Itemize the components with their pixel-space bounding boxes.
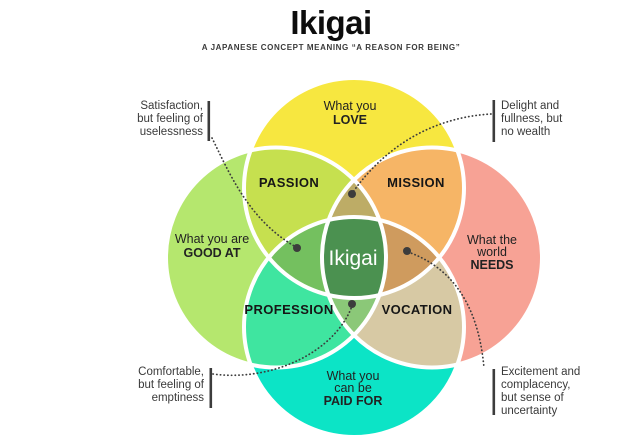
petal-bottom-region bbox=[322, 217, 386, 368]
profession-label: PROFESSION bbox=[244, 302, 333, 317]
annotation-line: uncertainty bbox=[501, 405, 558, 417]
title-block: Ikigai A JAPANESE CONCEPT MEANING “A REA… bbox=[20, 4, 642, 53]
annotation-bottom-left: Comfortable, but feeling of emptiness bbox=[104, 366, 204, 405]
passion-label: PASSION bbox=[259, 175, 319, 190]
annotation-line: but sense of bbox=[501, 392, 564, 404]
annotation-line: Satisfaction, bbox=[140, 100, 203, 112]
paid-for-label-line3: PAID FOR bbox=[324, 394, 383, 408]
vocation-label: VOCATION bbox=[382, 302, 453, 317]
good-at-label-line1: What you are bbox=[175, 232, 249, 246]
mission-label: MISSION bbox=[387, 175, 445, 190]
annotation-top-right: Delight and fullness, but no wealth bbox=[501, 100, 611, 139]
page-title: Ikigai bbox=[290, 4, 372, 41]
connector-bottom-right bbox=[407, 251, 485, 369]
good-at-circle-outline bbox=[164, 145, 388, 370]
bracket-bottom-right bbox=[492, 369, 496, 415]
annotation-line: complacency, bbox=[501, 379, 571, 391]
annotation-bottom-right: Excitement and complacency, but sense of… bbox=[501, 366, 611, 418]
ikigai-center-label: Ikigai bbox=[328, 247, 377, 270]
annotation-line: emptiness bbox=[151, 392, 204, 404]
annotation-line: fullness, but bbox=[501, 113, 563, 125]
annotation-line: but feeling of bbox=[137, 113, 203, 125]
annotation-line: no wealth bbox=[501, 126, 551, 138]
connector-dot-top-petal bbox=[348, 190, 356, 198]
annotation-line: Comfortable, bbox=[138, 366, 204, 378]
page-subtitle: A JAPANESE CONCEPT MEANING “A REASON FOR… bbox=[201, 43, 461, 52]
love-label-line1: What you bbox=[324, 99, 377, 113]
petal-top-region bbox=[322, 147, 386, 298]
connector-dot-bottom-petal bbox=[348, 300, 356, 308]
love-circle-outline bbox=[242, 76, 466, 300]
bracket-top-right bbox=[492, 100, 496, 142]
annotation-line: Excitement and bbox=[501, 366, 581, 378]
needs-circle-outline bbox=[320, 145, 544, 370]
annotation-top-left: Satisfaction, but feeling of uselessness bbox=[103, 100, 203, 139]
needs-label-line2: world bbox=[476, 245, 507, 259]
needs-label-line3: NEEDS bbox=[470, 258, 513, 272]
good-at-label-line2: GOOD AT bbox=[184, 246, 241, 260]
annotation-line: but feeling of bbox=[138, 379, 204, 391]
petal-right-region bbox=[322, 217, 464, 298]
connector-bottom-left bbox=[212, 305, 353, 377]
paid-for-label-line2: can be bbox=[334, 381, 372, 395]
bracket-bottom-left bbox=[209, 368, 213, 408]
paid-for-circle-outline bbox=[242, 215, 466, 439]
connector-dot-left-petal bbox=[293, 244, 301, 252]
connector-dot-right-petal bbox=[403, 247, 411, 255]
paid-for-label-line1: What you bbox=[327, 369, 380, 383]
petal-left-region bbox=[244, 217, 386, 298]
bracket-top-left bbox=[207, 101, 211, 141]
needs-label-line1: What the bbox=[467, 233, 517, 247]
annotation-line: uselessness bbox=[139, 126, 203, 138]
connector-top-left bbox=[211, 137, 297, 248]
love-label-line2: LOVE bbox=[333, 113, 367, 127]
connector-top-right bbox=[352, 113, 492, 193]
annotation-line: Delight and bbox=[501, 100, 560, 112]
